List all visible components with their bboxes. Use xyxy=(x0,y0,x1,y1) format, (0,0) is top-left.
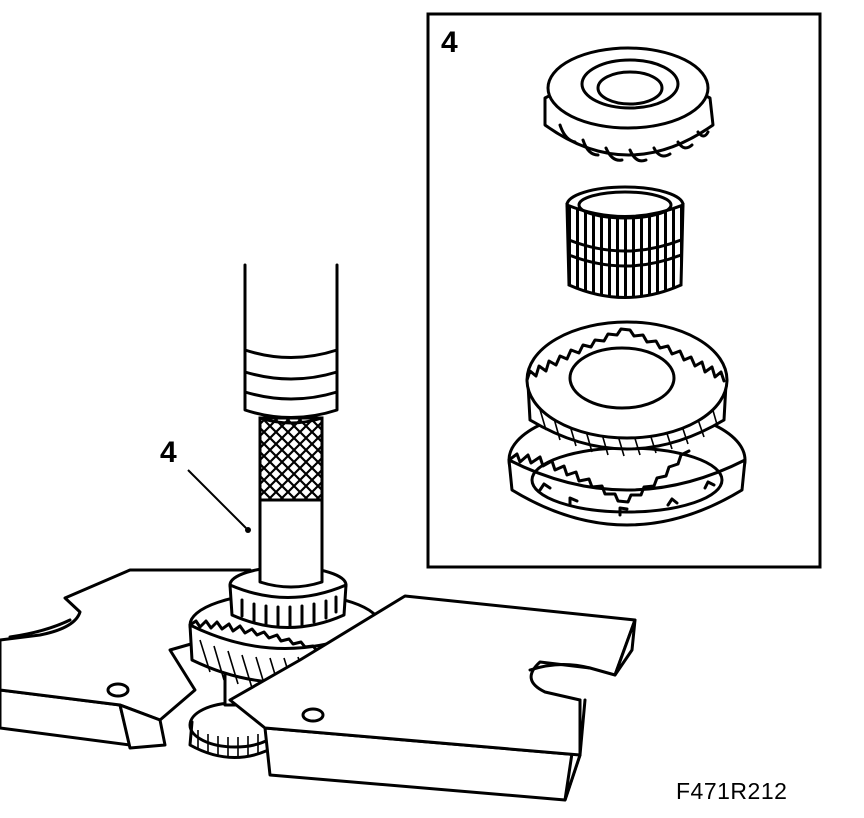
press-tool xyxy=(243,263,339,589)
callout-label-main: 4 xyxy=(160,436,177,469)
callout-label-inset: 4 xyxy=(441,26,458,59)
figure-code: F471R212 xyxy=(676,778,788,804)
callout-leader-line xyxy=(187,469,247,529)
detail-inset xyxy=(426,12,822,569)
right-support-plate xyxy=(228,594,637,802)
needle-bearing xyxy=(565,185,685,299)
gear-pair xyxy=(507,320,747,527)
left-support-plate xyxy=(0,568,252,750)
bearing-cone xyxy=(543,46,715,163)
